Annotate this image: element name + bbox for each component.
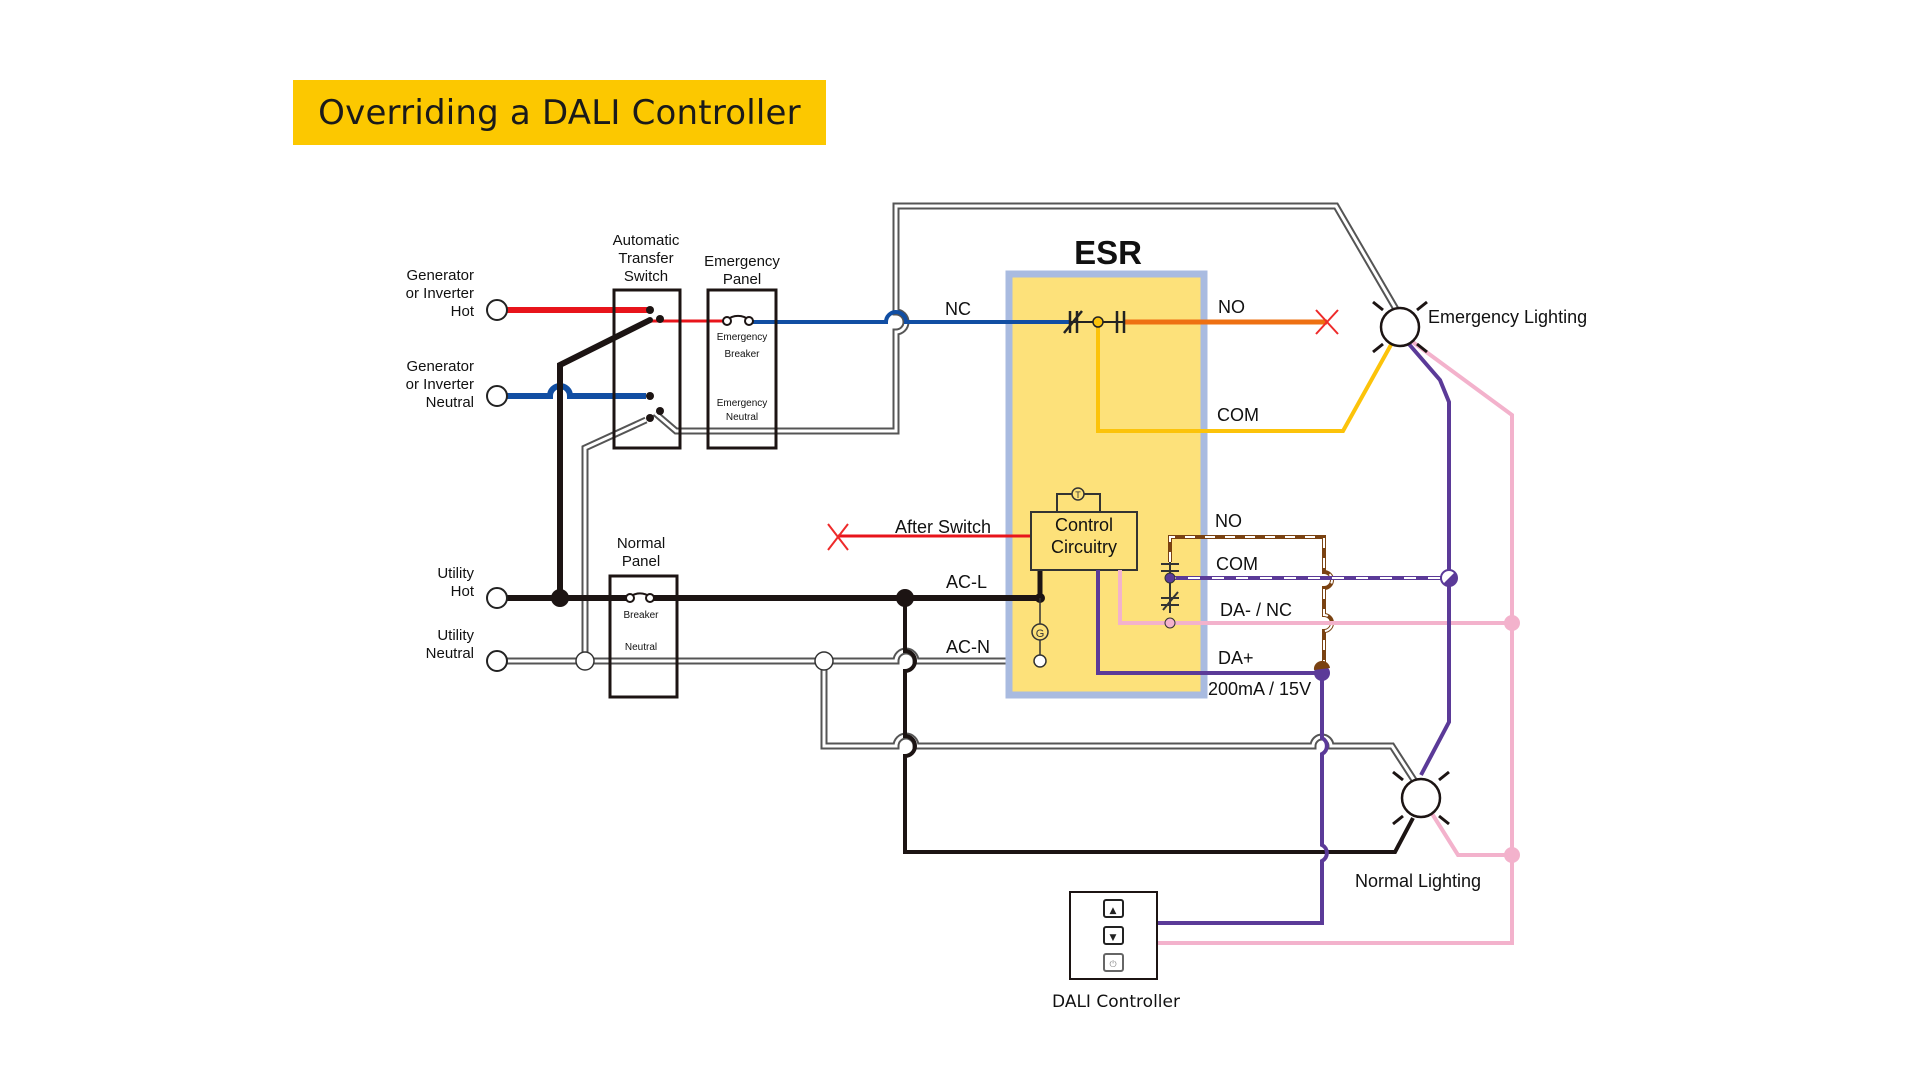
svg-text:Generator: Generator	[406, 358, 474, 375]
svg-text:Emergency: Emergency	[704, 253, 780, 270]
svg-text:Automatic: Automatic	[613, 232, 680, 249]
svg-text:Utility: Utility	[437, 565, 474, 582]
relay-nc-node	[1164, 617, 1176, 629]
normal-neutral-label: Neutral	[625, 642, 657, 653]
emergency-breaker-icon	[722, 314, 754, 326]
emergency-neutral-label: Emergency Neutral	[717, 398, 768, 423]
utility-neutral-label: Utility Neutral	[426, 627, 475, 662]
normal-lamp-pink-wire	[1429, 810, 1512, 857]
svg-text:Panel: Panel	[723, 271, 761, 288]
pink-junction-1	[1504, 615, 1520, 631]
power-icon: ⏻	[1109, 959, 1116, 970]
generator-icon: G	[1031, 598, 1049, 661]
normal-breaker-label: Breaker	[623, 610, 659, 621]
ats-label: Automatic Transfer Switch	[613, 232, 680, 285]
nc-wire	[752, 310, 1070, 324]
svg-text:Neutral: Neutral	[426, 394, 474, 411]
timer-icon: T	[1056, 487, 1101, 511]
up-arrow-icon: ▲	[1110, 906, 1117, 916]
pink-junction-2	[1504, 847, 1520, 863]
esr-relay-contact-icon	[1063, 310, 1126, 334]
normal-panel-label: Normal Panel	[617, 535, 665, 570]
emergency-lamp-purple-wire	[1406, 341, 1451, 776]
com-wire	[1096, 322, 1394, 433]
control-circuitry-box	[1030, 511, 1138, 571]
emergency-breaker-label: Emergency Breaker	[717, 332, 768, 360]
rating-label: 200mA / 15V	[1208, 679, 1311, 699]
ac-n-label: AC-N	[946, 637, 990, 657]
relay-no-wire	[1168, 535, 1334, 672]
utility-hot-terminal	[486, 587, 508, 609]
relay-da-plus-junction	[1313, 660, 1330, 681]
svg-text:Panel: Panel	[622, 553, 660, 570]
svg-text:Emergency: Emergency	[717, 332, 768, 343]
dali-bus-pink-wire	[1157, 338, 1514, 945]
emergency-lighting-label: Emergency Lighting	[1428, 307, 1587, 327]
normal-lighting-label: Normal Lighting	[1355, 871, 1481, 891]
com-label-bottom: COM	[1216, 554, 1258, 574]
svg-text:T: T	[1075, 490, 1081, 500]
relay-contact-icon	[1161, 562, 1179, 613]
ats-switch-contacts	[646, 306, 664, 422]
ac-l-label: AC-L	[946, 572, 987, 592]
dali-up-button[interactable]: ▲	[1103, 899, 1124, 918]
svg-text:Transfer: Transfer	[618, 250, 673, 267]
normal-breaker-icon	[625, 592, 655, 603]
generator-hot-label: Generator or Inverter Hot	[406, 267, 475, 320]
no-cut-x-icon	[1315, 309, 1339, 335]
generator-hot-terminal	[486, 299, 508, 321]
svg-text:Breaker: Breaker	[724, 349, 760, 360]
da-plus-wire	[1096, 570, 1322, 675]
svg-text:Emergency: Emergency	[717, 398, 768, 409]
esr-title: ESR	[1074, 234, 1142, 271]
no-label-bottom: NO	[1215, 511, 1242, 531]
relay-com-purple-junction	[1440, 569, 1458, 587]
svg-text:Generator: Generator	[406, 267, 474, 284]
com-label-top: COM	[1217, 405, 1259, 425]
da-minus-label: DA- / NC	[1220, 600, 1292, 620]
emergency-lighting-lamp-icon	[1372, 300, 1428, 354]
svg-text:Switch: Switch	[624, 268, 668, 285]
control-label-1: Control	[1055, 515, 1113, 535]
dali-bus-purple-wire	[1157, 673, 1329, 925]
generator-neutral-terminal	[486, 385, 508, 407]
svg-text:Neutral: Neutral	[726, 412, 758, 423]
dali-down-button[interactable]: ▼	[1103, 926, 1124, 945]
normal-lighting-lamp-icon	[1392, 770, 1450, 826]
svg-text:Utility: Utility	[437, 627, 474, 644]
control-label-2: Circuitry	[1051, 537, 1117, 557]
svg-text:Normal: Normal	[617, 535, 665, 552]
ats-box	[612, 288, 682, 450]
ac-n-esr-junction	[1033, 654, 1047, 668]
utility-hot-label: Utility Hot	[437, 565, 475, 600]
utility-neutral-terminal	[486, 650, 508, 672]
dali-power-button[interactable]: ⏻	[1103, 953, 1124, 972]
svg-text:or Inverter: or Inverter	[406, 376, 474, 393]
svg-text:Hot: Hot	[451, 583, 475, 600]
dali-controller-label: DALI Controller	[1052, 992, 1180, 1012]
ac-l-junction	[896, 589, 914, 607]
da-plus-label: DA+	[1218, 648, 1254, 668]
after-switch-cut-x-icon	[827, 523, 849, 551]
down-arrow-icon: ▼	[1110, 933, 1117, 943]
da-minus-wire	[1118, 570, 1512, 625]
title-banner: Overriding a DALI Controller	[293, 80, 826, 145]
emergency-panel-label: Emergency Panel	[704, 253, 780, 288]
utility-neutral-junction-1	[575, 651, 595, 671]
svg-text:or Inverter: or Inverter	[406, 285, 474, 302]
generator-neutral-label: Generator or Inverter Neutral	[406, 358, 474, 411]
emergency-panel-box	[706, 288, 778, 450]
no-label-top: NO	[1218, 297, 1245, 317]
svg-text:Hot: Hot	[451, 303, 475, 320]
page-title: Overriding a DALI Controller	[318, 92, 801, 133]
generator-neutral-wire	[506, 383, 646, 399]
relay-com-node	[1164, 572, 1176, 584]
utility-hot-junction	[551, 589, 569, 607]
svg-text:Neutral: Neutral	[426, 645, 474, 662]
svg-text:G: G	[1036, 628, 1045, 640]
nc-label: NC	[945, 299, 971, 319]
after-switch-label: After Switch	[895, 517, 991, 537]
utility-neutral-junction-2	[814, 651, 834, 671]
normal-panel-box	[608, 574, 679, 699]
